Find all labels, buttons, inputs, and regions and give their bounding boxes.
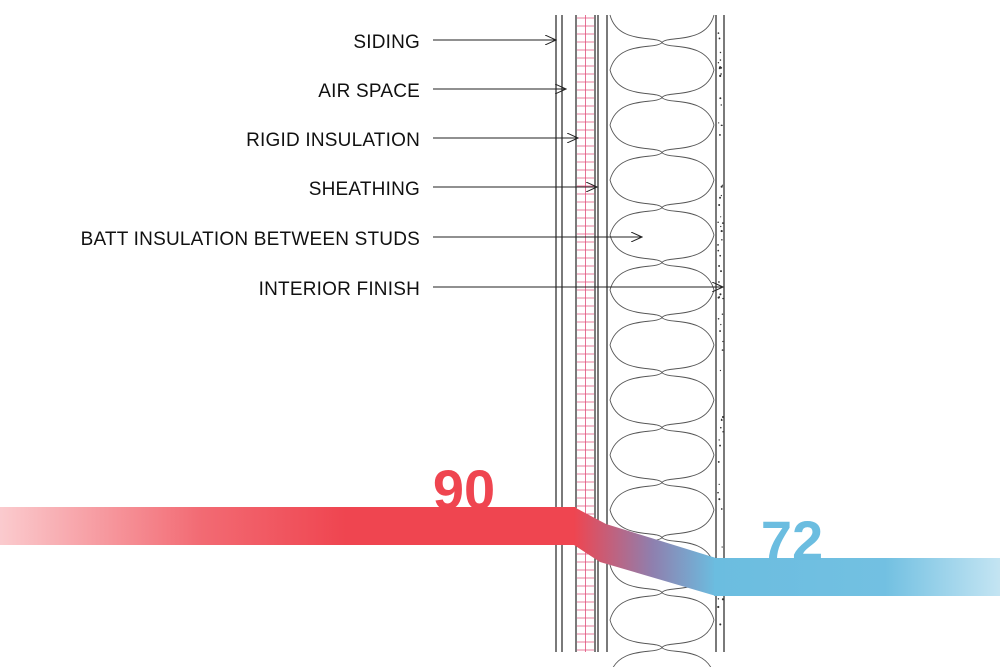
label-siding: SIDING [353,32,420,53]
label-rigid-insulation: RIGID INSULATION [246,130,420,151]
wall-assembly [555,15,725,652]
rigid-insulation-grid [577,15,594,652]
batt-insulation-pattern [609,14,715,667]
interior-finish-texture [717,32,724,626]
exterior-temperature-band [0,507,576,545]
wall-temperature-drop [574,507,716,596]
label-sheathing: SHEATHING [309,179,420,200]
layer-labels: SIDING AIR SPACE RIGID INSULATION SHEATH… [81,32,723,300]
exterior-temperature-value: 90 [433,458,495,521]
interior-temperature-band [714,558,1000,596]
label-interior-finish: INTERIOR FINISH [259,279,420,300]
interior-temperature-value: 72 [761,509,823,572]
temperature-profile [0,507,1000,596]
label-air-space: AIR SPACE [318,81,420,102]
label-batt-insulation: BATT INSULATION BETWEEN STUDS [81,229,420,250]
